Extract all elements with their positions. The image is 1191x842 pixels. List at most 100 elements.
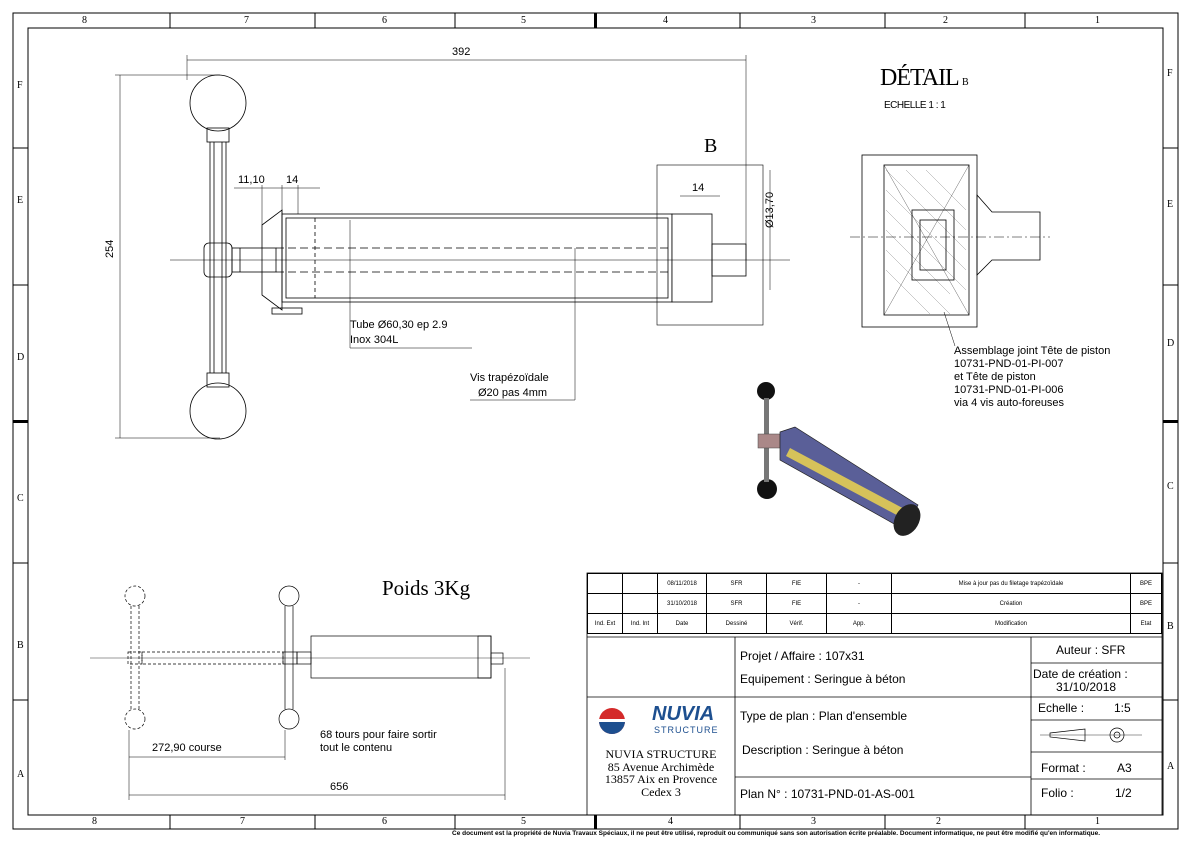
detail-scale: ECHELLE 1 : 1 — [884, 100, 946, 111]
zone-col-5-bottom: 5 — [521, 816, 526, 827]
assembly-line-2: 10731-PND-01-PI-007 — [954, 358, 1064, 370]
zone-col-6: 6 — [382, 15, 387, 26]
tb-type: Type de plan : Plan d'ensemble — [740, 709, 908, 723]
logo-main: NUVIA — [652, 703, 715, 725]
rev-cell: - — [826, 593, 892, 614]
tb-folio: 1/2 — [1115, 786, 1132, 800]
rev-header: Etat — [1130, 613, 1162, 634]
weight-note: Poids 3Kg — [382, 576, 471, 600]
assembly-line-5: via 4 vis auto-foreuses — [954, 397, 1065, 409]
rev-header: Dessiné — [706, 613, 767, 634]
rev-header: Ind. Int — [622, 613, 658, 634]
rev-header: Ind. Ext — [587, 613, 623, 634]
zone-col-5: 5 — [521, 15, 526, 26]
rev-cell: SFR — [706, 573, 767, 594]
logo-sub: STRUCTURE — [654, 725, 719, 735]
company-address: NUVIA STRUCTURE 85 Avenue Archimède 1385… — [587, 748, 735, 798]
detail-title: DÉTAIL — [880, 65, 960, 91]
rev-cell: 31/10/2018 — [657, 593, 707, 614]
table-row: 08/11/2018 SFR FIE - Mise à jour pas du … — [587, 573, 1162, 594]
tb-format: A3 — [1117, 761, 1132, 775]
rev-cell: 08/11/2018 — [657, 573, 707, 594]
tb-plan-number: Plan N° : 10731-PND-01-AS-001 — [740, 787, 915, 801]
dim-d3: 14 — [692, 182, 705, 194]
zone-row-c-right: C — [1167, 481, 1174, 492]
rev-cell: FIE — [766, 593, 827, 614]
tb-date: 31/10/2018 — [1056, 680, 1117, 694]
table-row: 31/10/2018 SFR FIE - Création BPE — [587, 593, 1162, 614]
rev-cell: FIE — [766, 573, 827, 594]
zone-col-3: 3 — [811, 15, 816, 26]
tb-auteur: Auteur : SFR — [1056, 643, 1126, 657]
zone-row-e: E — [17, 195, 24, 206]
zone-col-1-bottom: 1 — [1095, 816, 1100, 827]
assembly-line-1: Assemblage joint Tête de piston — [954, 345, 1111, 357]
zone-col-2-bottom: 2 — [936, 816, 941, 827]
note-tube-2: Inox 304L — [350, 334, 399, 346]
rev-cell — [587, 573, 623, 594]
table-header-row: Ind. Ext Ind. Int Date Dessiné Vérif. Ap… — [587, 613, 1162, 634]
tb-equipement: Equipement : Seringue à béton — [740, 672, 906, 686]
dim-diameter: Ø13,70 — [764, 191, 776, 228]
note-vis-1: Vis trapézoïdale — [470, 372, 549, 384]
company-name: NUVIA STRUCTURE — [605, 747, 717, 761]
zone-row-f: F — [17, 80, 23, 91]
address-line-2: 13857 Aix en Provence — [604, 772, 718, 786]
note-vis-2: Ø20 pas 4mm — [478, 387, 548, 399]
rev-cell — [622, 593, 658, 614]
zone-col-7-bottom: 7 — [240, 816, 245, 827]
zone-row-d: D — [17, 352, 25, 363]
rev-header: App. — [826, 613, 892, 634]
dim-height: 254 — [104, 239, 116, 258]
rev-cell: BPE — [1130, 573, 1162, 594]
zone-col-8-bottom: 8 — [92, 816, 97, 827]
note-turns-2: tout le contenu — [320, 742, 393, 754]
tb-folio-label: Folio : — [1041, 786, 1074, 800]
detail-suffix: B — [962, 77, 969, 88]
rev-cell: SFR — [706, 593, 767, 614]
tb-date-label: Date de création : — [1033, 667, 1128, 681]
tb-format-label: Format : — [1041, 761, 1086, 775]
rev-header: Date — [657, 613, 707, 634]
dim-d2: 14 — [286, 174, 299, 186]
tb-description: Description : Seringue à béton — [742, 743, 904, 757]
dim-total-length: 392 — [452, 46, 471, 58]
zone-col-4: 4 — [663, 15, 668, 26]
rev-cell: Mise à jour pas du filetage trapézoïdale — [891, 573, 1131, 594]
address-line-3: Cedex 3 — [641, 784, 681, 799]
zone-row-a: A — [17, 769, 25, 780]
note-tube-1: Tube Ø60,30 ep 2.9 — [350, 319, 448, 331]
rev-cell: Création — [891, 593, 1131, 614]
zone-col-6-bottom: 6 — [382, 816, 387, 827]
rev-cell — [622, 573, 658, 594]
assembly-line-4: 10731-PND-01-PI-006 — [954, 384, 1064, 396]
zone-row-c: C — [17, 493, 24, 504]
assembly-line-3: et Tête de piston — [954, 371, 1036, 383]
rev-header: Vérif. — [766, 613, 827, 634]
zone-col-7: 7 — [244, 15, 249, 26]
zone-row-e-right: E — [1167, 199, 1174, 210]
detail-callout: B — [704, 135, 718, 157]
rev-header: Modification — [891, 613, 1131, 634]
tb-echelle-label: Echelle : — [1038, 701, 1085, 715]
rev-cell: BPE — [1130, 593, 1162, 614]
revision-table: 08/11/2018 SFR FIE - Mise à jour pas du … — [587, 573, 1162, 634]
rev-cell: - — [826, 573, 892, 594]
zone-row-f-right: F — [1167, 68, 1173, 79]
zone-col-4-bottom: 4 — [668, 816, 673, 827]
dim-overall: 656 — [330, 781, 349, 793]
zone-col-8: 8 — [82, 15, 87, 26]
zone-col-1: 1 — [1095, 15, 1100, 26]
note-assembly: Assemblage joint Tête de piston 10731-PN… — [954, 345, 1110, 410]
footer-disclaimer: Ce document est la propriété de Nuvia Tr… — [452, 830, 1101, 837]
tb-projet: Projet / Affaire : 107x31 — [740, 649, 865, 663]
tb-echelle: 1:5 — [1114, 701, 1131, 715]
zone-row-b: B — [17, 640, 24, 651]
rev-cell — [587, 593, 623, 614]
zone-col-2: 2 — [943, 15, 948, 26]
zone-row-b-right: B — [1167, 621, 1174, 632]
note-turns-1: 68 tours pour faire sortir — [320, 729, 437, 741]
zone-row-d-right: D — [1167, 338, 1175, 349]
